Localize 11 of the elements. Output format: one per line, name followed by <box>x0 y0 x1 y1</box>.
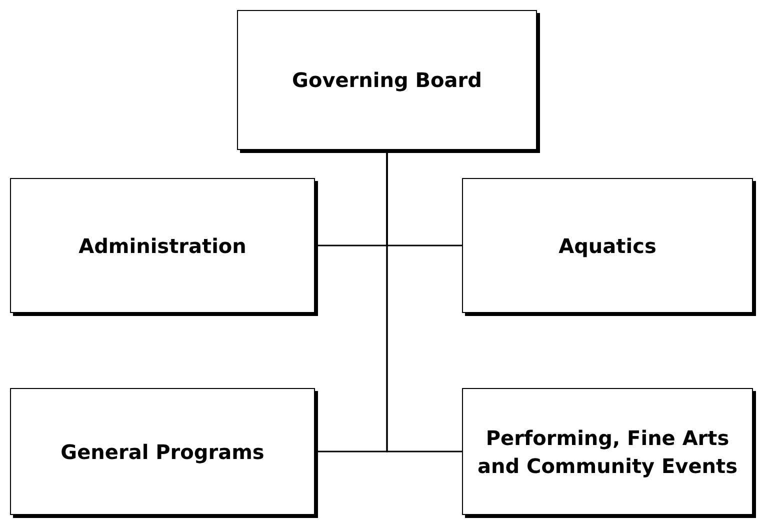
box-title: Performing, Fine Arts and Community Events <box>476 424 738 480</box>
connector-line <box>386 150 462 452</box>
org-box <box>462 178 753 313</box>
box-title: Aquatics <box>558 232 658 260</box>
box-title: General Programs <box>60 438 266 466</box>
box-title: Administration <box>78 232 248 260</box>
org-box <box>10 178 315 313</box>
org-box <box>237 10 537 150</box>
org-box <box>462 388 753 515</box>
org-box <box>10 388 315 515</box>
box-title: Governing Board <box>291 67 483 94</box>
